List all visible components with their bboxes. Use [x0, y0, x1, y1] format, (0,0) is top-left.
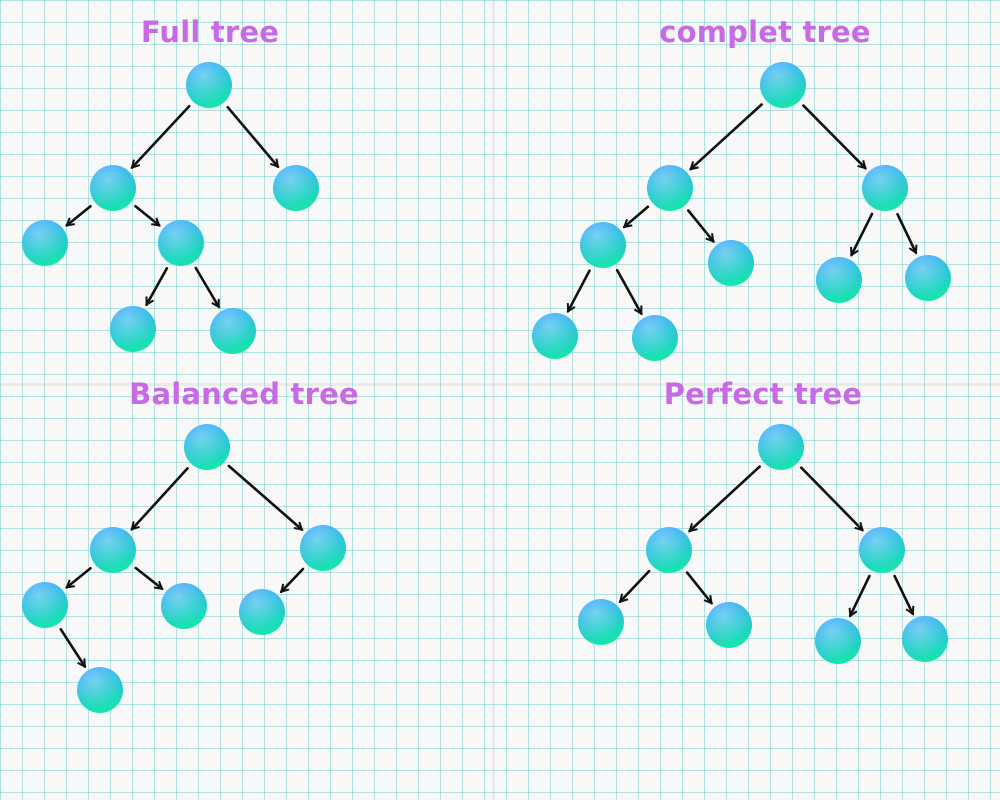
full-edge-root-a — [132, 104, 191, 167]
full-edge-a-c — [67, 204, 92, 227]
balanced-edge-root-a — [132, 467, 189, 529]
perfect-node-b — [859, 527, 905, 573]
balanced-edge-a-d — [134, 566, 162, 591]
full-node-e — [110, 306, 156, 352]
perfect-node-a — [646, 527, 692, 573]
perfect-node-root — [758, 424, 804, 470]
complete-node-c — [580, 222, 626, 268]
full-node-a — [90, 165, 136, 211]
perfect-tree-title: Perfect tree — [663, 377, 863, 411]
perfect-edge-root-b — [799, 466, 862, 530]
perfect-node-e — [815, 618, 861, 664]
balanced-node-a — [90, 527, 136, 573]
full-edge-root-b — [226, 105, 278, 166]
full-node-d — [158, 220, 204, 266]
balanced-node-root — [184, 424, 230, 470]
complete-edge-b-f — [896, 212, 916, 253]
complete-edge-b-e — [852, 212, 874, 255]
complete-edge-a-d — [686, 209, 715, 242]
full-node-c — [22, 220, 68, 266]
perfect-edge-a-d — [685, 571, 713, 604]
complete-node-g — [532, 313, 578, 359]
balanced-edge-root-b — [227, 464, 302, 530]
complete-edge-c-g — [566, 269, 591, 312]
perfect-edge-b-e — [850, 574, 871, 616]
perfect-edge-b-f — [893, 574, 913, 614]
perfect-edge-root-a — [690, 465, 762, 531]
complete-node-b — [862, 165, 908, 211]
full-node-b — [273, 165, 319, 211]
complete-tree-title: complet tree — [659, 15, 871, 49]
full-node-f — [210, 308, 256, 354]
complete-node-f — [905, 255, 951, 301]
complete-edge-c-h — [615, 268, 643, 313]
complete-node-root — [760, 62, 806, 108]
complete-node-e — [816, 257, 862, 303]
balanced-tree-title: Balanced tree — [129, 377, 359, 411]
paper-fold-horizontal — [0, 383, 1000, 386]
full-edge-a-d — [134, 204, 160, 227]
complete-edge-root-a — [691, 103, 763, 170]
balanced-node-d — [161, 583, 207, 629]
complete-node-h — [632, 315, 678, 361]
perfect-edge-a-c — [620, 569, 651, 602]
paper-fold-vertical — [492, 0, 495, 800]
balanced-node-e — [239, 589, 285, 635]
balanced-edge-b-e — [281, 567, 305, 592]
full-edge-d-e — [145, 266, 169, 304]
complete-node-a — [647, 165, 693, 211]
complete-edge-a-c — [624, 205, 650, 227]
balanced-node-c — [22, 582, 68, 628]
perfect-node-c — [578, 599, 624, 645]
balanced-edge-a-c — [67, 566, 92, 589]
full-edge-d-f — [194, 266, 221, 307]
perfect-node-f — [902, 616, 948, 662]
complete-node-d — [708, 240, 754, 286]
balanced-edge-c-f — [59, 627, 87, 666]
complete-edge-root-b — [802, 104, 865, 169]
balanced-node-b — [300, 525, 346, 571]
balanced-node-f — [77, 667, 123, 713]
full-tree-title: Full tree — [140, 15, 280, 49]
full-node-root — [186, 62, 232, 108]
perfect-node-d — [706, 602, 752, 648]
